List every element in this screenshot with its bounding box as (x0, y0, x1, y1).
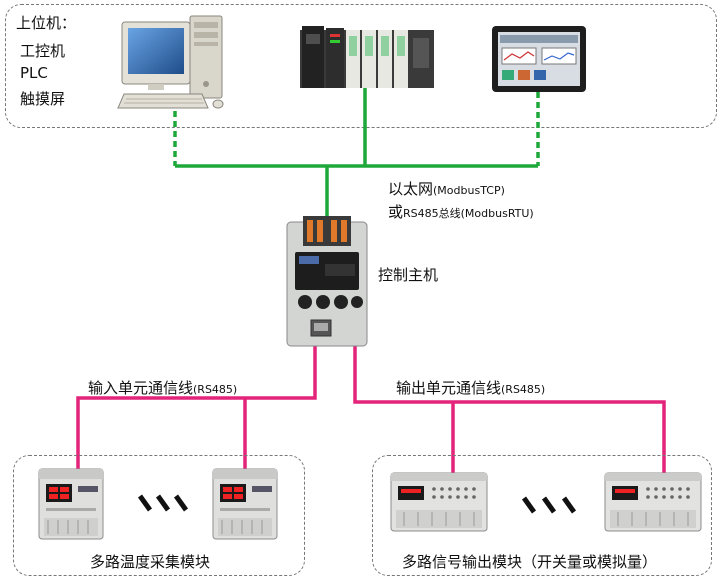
plc-rack-icon (300, 24, 434, 90)
ellipsis-dashes-icon (134, 490, 194, 516)
signal-output-module-icon (390, 472, 488, 532)
touch-screen-icon (492, 26, 586, 92)
network-or: 或 (388, 203, 404, 221)
signal-group-label: 多路信号输出模块（开关量或模拟量） (402, 553, 658, 571)
output-link-label: 输出单元通信线(RS485) (396, 377, 545, 398)
network-label-line2: 或RS485总线(ModbusRTU) (388, 201, 534, 222)
network-rs485-modbusrtu: RS485总线(ModbusRTU) (403, 207, 534, 220)
desktop-pc-icon (110, 12, 230, 112)
upper-item-ipc: 工控机 (20, 42, 66, 60)
network-modbustcp: (ModbusTCP) (433, 184, 505, 197)
input-link-main: 输入单元通信线 (88, 379, 194, 397)
temperature-module-panel (13, 455, 305, 576)
output-rs485-line (353, 342, 666, 478)
output-link-rs485: (RS485) (501, 383, 546, 396)
upper-item-plc: PLC (20, 64, 48, 82)
input-rs485-line (76, 342, 317, 470)
upper-item-touchscreen: 触摸屏 (20, 90, 66, 108)
ellipsis-dashes-icon (518, 492, 582, 518)
temperature-module-icon (38, 468, 104, 540)
upper-computer-panel (5, 4, 717, 128)
signal-module-panel (372, 455, 712, 576)
output-link-main: 输出单元通信线 (396, 379, 502, 397)
upper-title: 上位机： (16, 14, 77, 32)
temperature-group-label: 多路温度采集模块 (90, 553, 211, 571)
temperature-module-icon (212, 468, 278, 540)
network-ethernet: 以太网 (388, 180, 434, 198)
input-link-rs485: (RS485) (193, 383, 238, 396)
input-link-label: 输入单元通信线(RS485) (88, 377, 237, 398)
controller-label: 控制主机 (378, 266, 439, 284)
signal-output-module-icon (604, 472, 702, 532)
network-label-line1: 以太网(ModbusTCP) (388, 178, 505, 199)
din-rail-controller-icon (285, 216, 369, 348)
